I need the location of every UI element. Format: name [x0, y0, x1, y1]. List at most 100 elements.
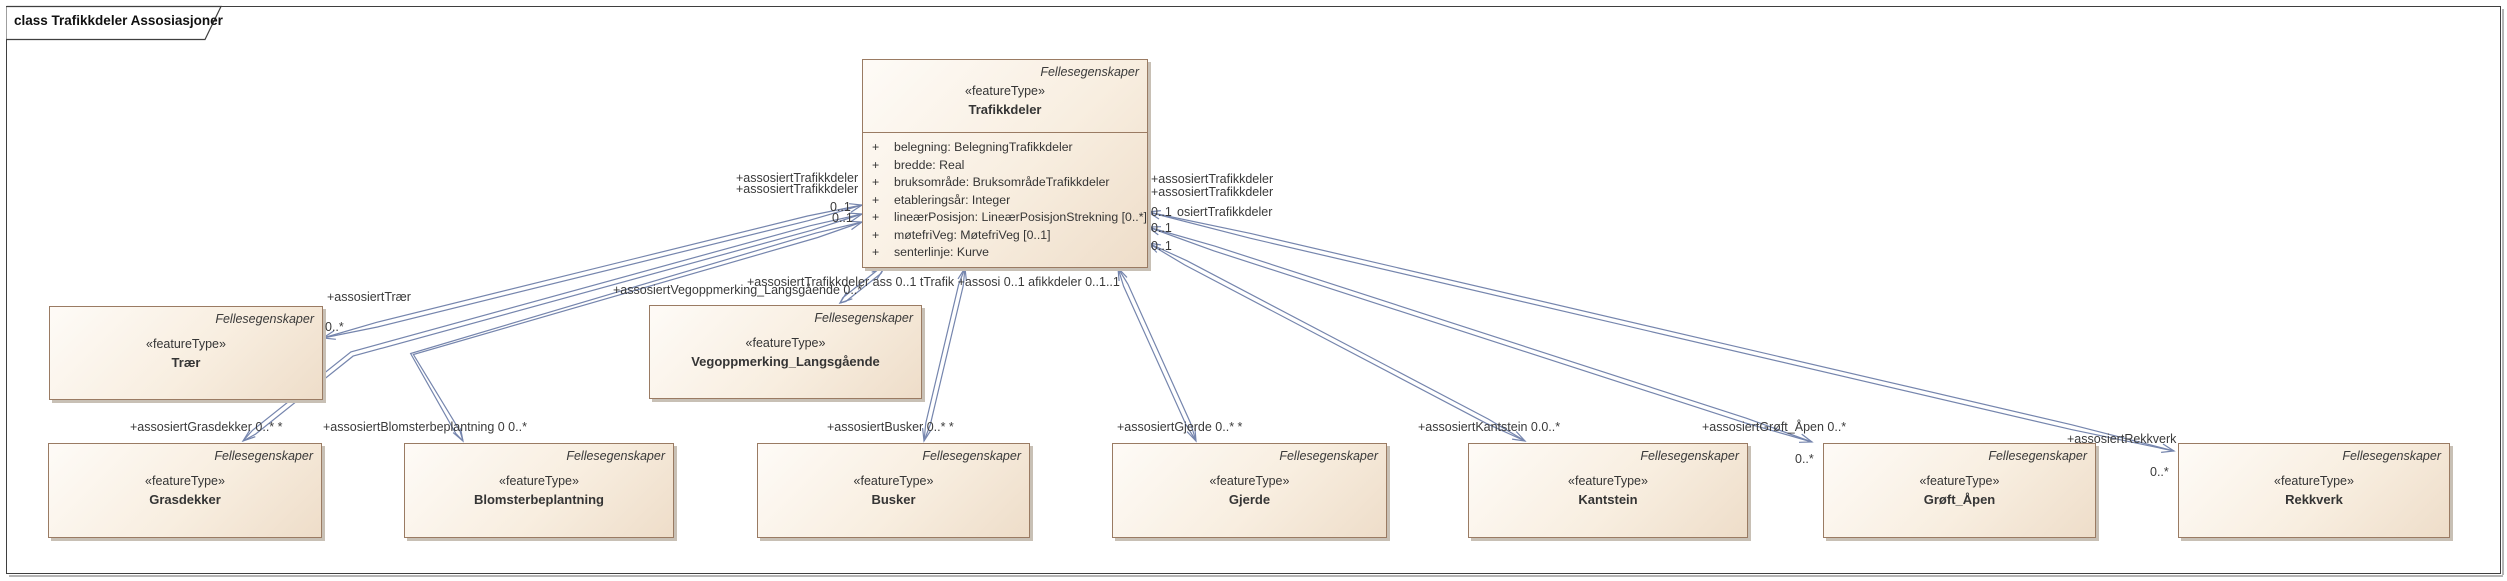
class-box-gjerde[interactable]: Fellesegenskaper «featureType» Gjerde	[1112, 443, 1387, 538]
role-label-role-vegoppmerking: +assosiertVegoppmerking_Langsgående 0..*	[613, 283, 863, 297]
stereotype-label: «featureType»	[146, 337, 226, 351]
class-name: Vegoppmerking_Langsgående	[691, 354, 880, 369]
multiplicity-label-mult-right-1: 0..1	[1151, 205, 1172, 219]
role-label-role-gjerde: +assosiertGjerde 0..* *	[1117, 420, 1243, 434]
open-arrowhead-icon	[957, 266, 967, 281]
multiplicity-label-mult-right-2: 0..1	[1151, 221, 1172, 235]
association-trafikkdeler-groft_apen[interactable]	[1146, 226, 1814, 443]
role-label-role-rekkverk: +assosiertRekkverk	[2067, 432, 2177, 446]
package-label: Fellesegenskaper	[1040, 65, 1139, 79]
role-label-role-trafikkdeler-right-3: osiertTrafikkdeler	[1177, 205, 1273, 219]
role-label-role-trafikkdeler-right-1: +assosiertTrafikkdeler	[1151, 172, 1274, 186]
attribute-signature: lineærPosisjon: LineærPosisjonStrekning …	[894, 210, 1147, 224]
package-label: Fellesegenskaper	[814, 311, 913, 325]
multiplicity-label-mult-left-1: 0..1	[830, 200, 851, 214]
package-label: Fellesegenskaper	[566, 449, 665, 463]
attribute-row: + møtefriVeg: MøtefriVeg [0..1]	[863, 227, 1147, 245]
association-trafikkdeler-gjerde[interactable]	[1117, 266, 1197, 443]
package-label: Fellesegenskaper	[1988, 449, 2087, 463]
stereotype-label: «featureType»	[499, 474, 579, 488]
class-box-vegoppmerking[interactable]: Fellesegenskaper «featureType» Vegoppmerki…	[649, 305, 922, 399]
class-name: Grøft_Åpen	[1923, 492, 1996, 507]
attribute-row: +bruksområde: BruksområdeTrafikkdeler	[863, 174, 1147, 192]
association-trafikkdeler-rekkverk[interactable]	[1146, 210, 2176, 453]
stereotype-label: «featureType»	[853, 474, 934, 488]
package-label: Fellesegenskaper	[2342, 449, 2441, 463]
attribute-signature: bruksområde: BruksområdeTrafikkdeler	[894, 175, 1110, 189]
association-trafikkdeler-vegoppmerking[interactable]	[838, 266, 886, 305]
attribute-visibility: +	[872, 192, 880, 207]
attribute-row: + senterlinje: Kurve	[863, 244, 1147, 262]
class-box-groft_apen[interactable]: Fellesegenskaper«featureType»Grøft_Åpen	[1823, 443, 2096, 538]
class-name: Kantstein	[1578, 492, 1638, 507]
open-arrowhead-icon	[1146, 226, 1162, 236]
package-label: Fellesegenskaper	[922, 449, 1021, 463]
attribute-row: + bredde: Real	[863, 157, 1147, 175]
open-arrowhead-icon	[321, 330, 336, 340]
compartment-divider	[863, 132, 1147, 133]
open-arrowhead-icon	[871, 266, 886, 280]
package-label: Fellesegenskaper	[1279, 449, 1378, 463]
open-arrowhead-icon	[241, 429, 256, 443]
role-label-role-trafikkdeler-right-2: +assosiertTrafikkdeler	[1151, 185, 1274, 199]
open-arrowhead-icon	[1146, 242, 1161, 253]
class-name: Trær	[171, 355, 201, 370]
attribute-visibility: +	[872, 227, 880, 242]
multiplicity-label-mult-groft: 0..*	[1795, 452, 1814, 466]
class-name: Blomsterbeplantning	[473, 492, 604, 507]
stereotype-label: «featureType»	[1568, 474, 1648, 488]
role-label-role-traer: +assosiertTrær	[327, 290, 411, 304]
class-box-kantstein[interactable]: Fellesegenskaper«featureType»Kantstein	[1468, 443, 1748, 538]
open-arrowhead-icon	[1146, 210, 1161, 220]
multiplicity-label-mult-left-2: 0..1	[832, 211, 853, 225]
attribute-row: + lineærPosisjon: LineærPosisjonStrekning…	[863, 209, 1147, 227]
open-arrowhead-icon	[1186, 427, 1197, 443]
attribute-visibility: +	[872, 245, 880, 259]
attribute-signature: møtefriVeg: MøtefriVeg [0..1]	[894, 227, 1051, 242]
attributes-compartment: + belegning: BelegningTrafikkdeler + bredde…	[863, 139, 1147, 262]
stereotype-label: «featureType»	[2274, 474, 2354, 488]
class-name: Busker	[871, 492, 916, 507]
class-box-trafikkdeler[interactable]: Fellesegenskaper«featureType»Trafikkdele…	[862, 59, 1148, 268]
open-arrowhead-icon	[452, 428, 464, 443]
association-trafikkdeler-busker[interactable]	[922, 266, 967, 443]
class-box-blomsterbeplantning[interactable]: Fellesegenskaper «featureType» Blomsterbep…	[404, 443, 674, 538]
stereotype-label: «featureType»	[1209, 474, 1290, 488]
attribute-signature: bredde: Real	[894, 157, 965, 172]
open-arrowhead-icon	[1512, 431, 1527, 442]
package-label: Fellesegenskaper	[215, 312, 314, 326]
diagram-title-tab	[6, 5, 222, 41]
role-label-role-groft: +assosiertGrøft_Åpen 0..*	[1702, 420, 1847, 434]
role-label-role-grasdekker: +assosiertGrasdekker 0..* *	[130, 420, 283, 434]
class-name: Gjerde	[1228, 492, 1271, 507]
attribute-visibility: +	[872, 140, 880, 154]
attribute-signature: belegning: BelegningTrafikkdeler	[894, 140, 1073, 154]
class-box-traer[interactable]: Fellesegenskaper «featureType» Trær	[49, 306, 323, 400]
open-arrowhead-icon	[2161, 443, 2176, 453]
association-trafikkdeler-kantstein[interactable]	[1146, 242, 1527, 442]
attribute-visibility: +	[872, 210, 880, 224]
open-arrowhead-icon	[922, 428, 932, 443]
class-box-grasdekker[interactable]: Fellesegenskaper«featureType»Grasdekker	[48, 443, 322, 538]
stereotype-label: «featureType»	[745, 336, 826, 350]
open-arrowhead-icon	[1117, 266, 1128, 282]
multiplicity-label-mult-right-3: 0..1	[1151, 239, 1172, 253]
stereotype-label: «featureType»	[965, 84, 1045, 98]
package-label: Fellesegenskaper	[214, 449, 313, 463]
role-label-role-trafikkdeler-bottom: +assosiertTrafikkdeler ass 0..1 tTrafik …	[747, 275, 1120, 289]
open-arrowhead-icon	[838, 291, 853, 305]
role-label-role-trafikkdeler-left-1: +assosiertTrafikkdeler	[736, 171, 859, 185]
role-label-role-kantstein: +assosiertKantstein 0.0..*	[1418, 420, 1561, 434]
attribute-visibility: +	[872, 157, 880, 172]
stereotype-label: «featureType»	[145, 474, 225, 488]
class-box-rekkverk[interactable]: Fellesegenskaper«featureType»Rekkverk	[2178, 443, 2450, 538]
role-label-role-blomsterbeplantning: +assosiertBlomsterbeplantning 0 0..*	[323, 420, 527, 434]
multiplicity-label-mult-rekkverk: 0..*	[2150, 465, 2169, 479]
attribute-signature: senterlinje: Kurve	[894, 245, 990, 259]
class-box-busker[interactable]: Fellesegenskaper «featureType» Busker	[757, 443, 1030, 538]
diagram-title: class Trafikkdeler Assosiasjoner	[14, 13, 223, 28]
open-arrowhead-icon	[1798, 433, 1814, 443]
role-label-role-trafikkdeler-left-2: +assosiertTrafikkdeler	[736, 182, 859, 196]
